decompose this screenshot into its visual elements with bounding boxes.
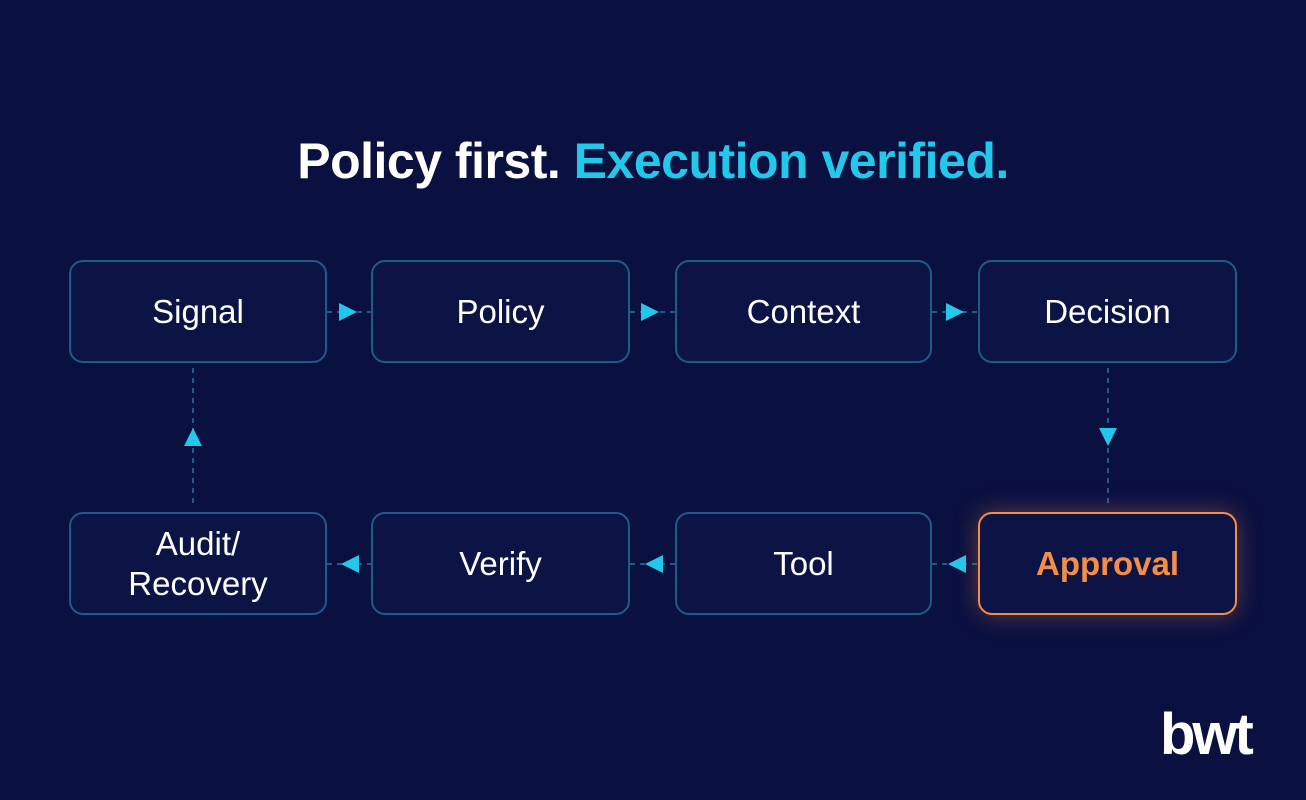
arrow-to-approval: [1099, 428, 1117, 446]
headline: Policy first. Execution verified.: [0, 132, 1306, 190]
node-tool-label: Tool: [773, 544, 834, 582]
arrow-to-signal: [184, 428, 202, 446]
node-tool: Tool: [675, 512, 932, 615]
node-verify: Verify: [371, 512, 630, 615]
node-decision: Decision: [978, 260, 1237, 363]
node-recovery-label: Recovery: [128, 564, 268, 602]
node-context-label: Context: [746, 292, 861, 330]
arrow-to-decision: [946, 303, 964, 321]
headline-lead: Policy first.: [297, 133, 561, 189]
node-policy-label: Policy: [456, 292, 545, 330]
node-approval-label: Approval: [1035, 544, 1180, 582]
node-decision-label: Decision: [1044, 292, 1171, 330]
bwt-logo: bwt: [1160, 702, 1254, 767]
headline-accent: Execution verified.: [573, 133, 1010, 189]
node-context: Context: [675, 260, 932, 363]
arrow-to-audit: [341, 555, 359, 573]
node-signal-label: Signal: [152, 292, 244, 330]
node-policy: Policy: [371, 260, 630, 363]
node-audit-label: Audit/: [155, 524, 241, 562]
node-signal: Signal: [69, 260, 327, 363]
arrow-to-verify: [645, 555, 663, 573]
node-audit-recovery: Audit/Recovery: [69, 512, 327, 615]
arrow-to-context: [641, 303, 659, 321]
node-verify-label: Verify: [459, 544, 542, 582]
arrow-to-tool: [948, 555, 966, 573]
arrow-to-policy: [339, 303, 357, 321]
node-approval: Approval: [978, 512, 1237, 615]
